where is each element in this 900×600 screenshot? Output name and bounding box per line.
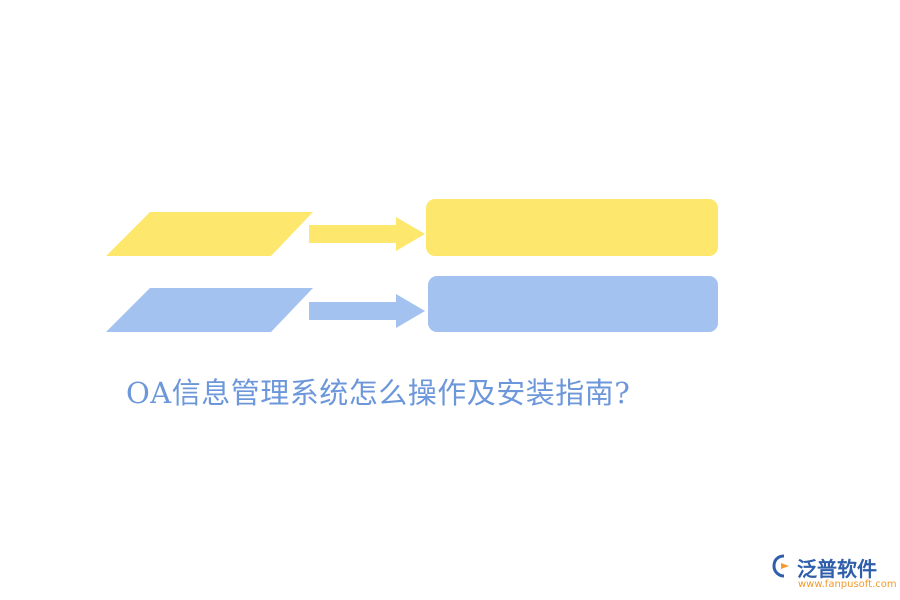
yellow-parallelogram xyxy=(106,212,313,256)
yellow-arrow xyxy=(309,217,425,251)
page-title: OA信息管理系统怎么操作及安装指南? xyxy=(126,376,631,410)
brand-name: 泛普软件 xyxy=(797,557,877,581)
blue-parallelogram xyxy=(106,288,313,332)
brand-logo: 泛普软件 www.fanpusoft.com xyxy=(772,552,897,592)
blue-box xyxy=(428,276,718,332)
blue-arrow xyxy=(309,294,425,328)
yellow-box xyxy=(426,199,718,256)
brand-url: www.fanpusoft.com xyxy=(798,579,897,590)
fanpu-logo-icon xyxy=(772,554,789,578)
